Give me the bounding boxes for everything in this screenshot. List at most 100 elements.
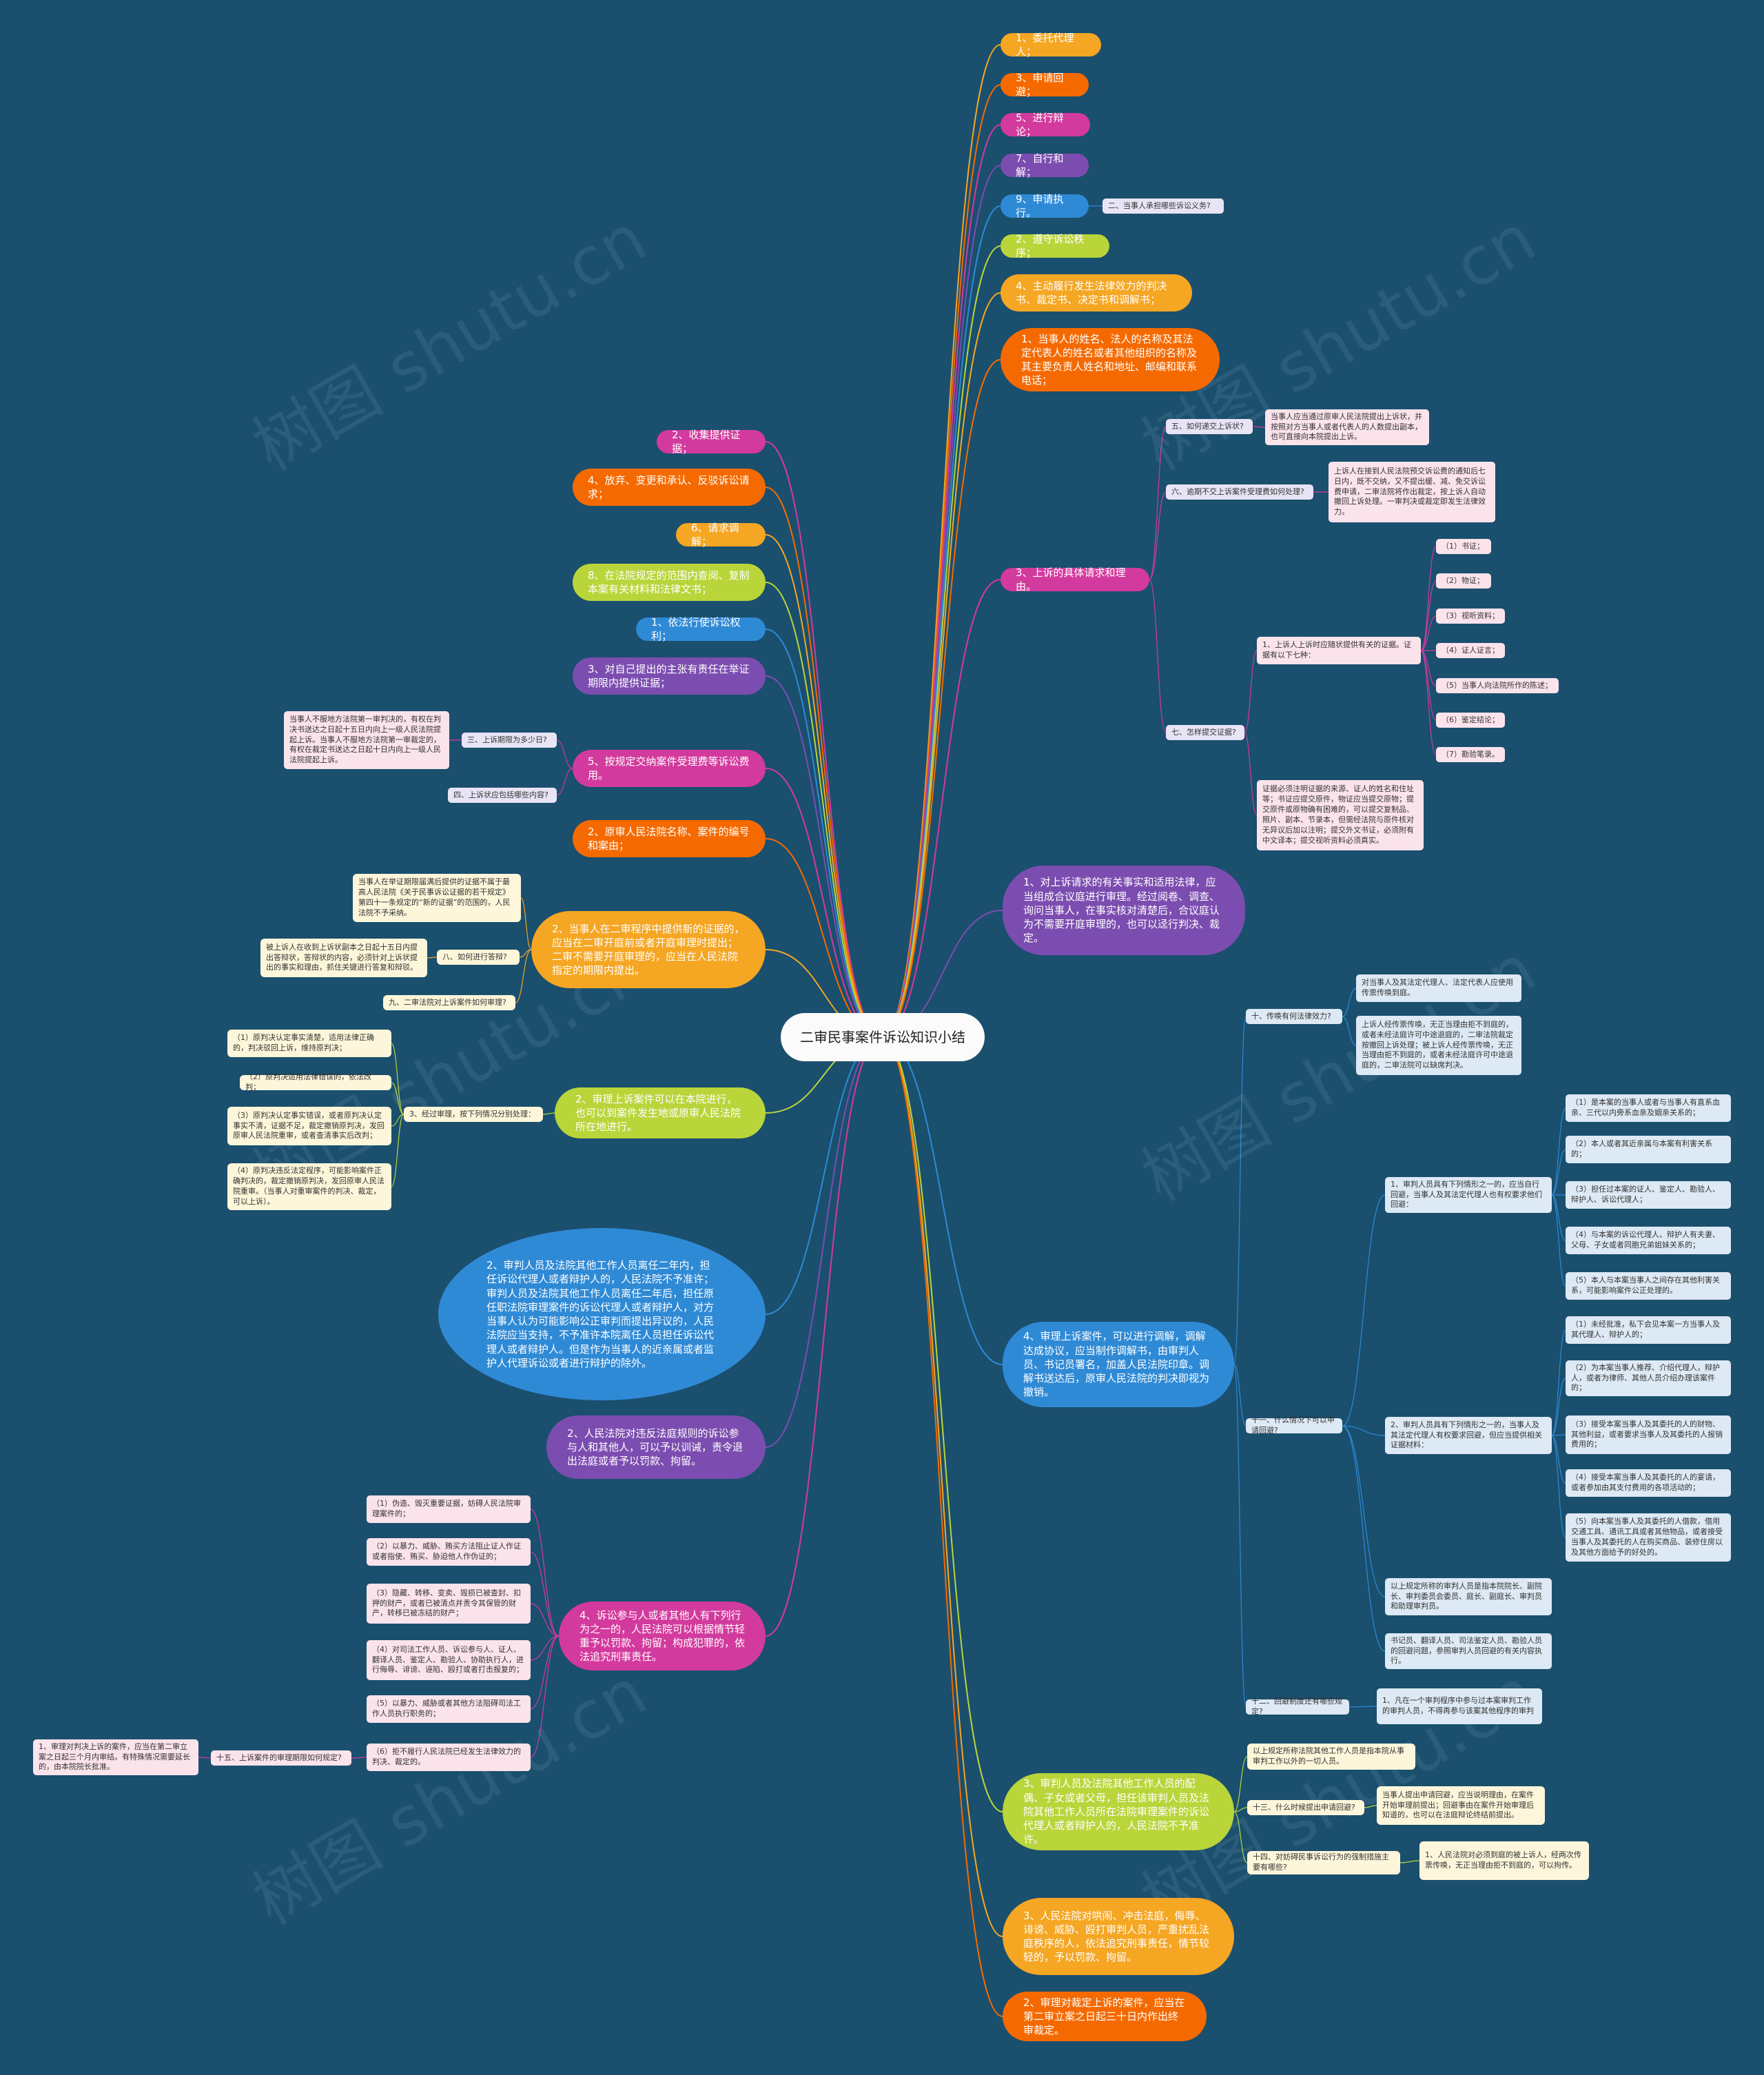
- branch-connector: [765, 838, 883, 1038]
- label-q3[interactable]: 三、上诉期限为多少日?: [462, 733, 557, 748]
- sub-connector: [1342, 1425, 1386, 1652]
- recusal-item: （5）本人与本案当事人之间存在其他利害关系，可能影响案件公正处理的。: [1566, 1272, 1731, 1300]
- sub-connector: [1420, 650, 1437, 721]
- sub-connector: [1149, 426, 1167, 580]
- branch-connector: [881, 1036, 1003, 1365]
- hearing-item: （3）原判决认定事实错误，或者原判决认定事实不清，证据不足，裁定撤销原判决，发回…: [227, 1107, 391, 1145]
- branch-connector: [765, 675, 883, 1038]
- sub-connector: [1342, 1425, 1386, 1436]
- branch-left-6[interactable]: 5、按规定交纳案件受理费等诉讼费用。: [573, 750, 766, 787]
- branch-left-12[interactable]: 4、诉讼参与人或者其他人有下列行为之一的，人民法院可以根据情节轻重予以罚款、拘留…: [559, 1602, 766, 1670]
- label-q8[interactable]: 八、如何进行答辩?: [437, 950, 520, 965]
- branch-right-9[interactable]: 1、对上诉请求的有关事实和适用法律，应当组成合议庭进行审理。经过阅卷、调查、询问…: [1003, 866, 1245, 955]
- branch-right-12[interactable]: 3、人民法院对哄闹、冲击法庭，侮辱、诽谤、威胁、殴打审判人员，严重扰乱法庭秩序的…: [1003, 1898, 1234, 1975]
- sub-connector: [1233, 1807, 1248, 1812]
- branch-right-5[interactable]: 2、遵守诉讼秩序；: [1001, 233, 1109, 259]
- label-q12[interactable]: 十二、回避制度还有哪些规定?: [1246, 1697, 1349, 1716]
- branch-left-11[interactable]: 2、人民法院对违反法庭规则的诉讼参与人和其他人，可以予以训诫，责令退出法庭或者予…: [546, 1415, 766, 1479]
- act-item: （4）对司法工作人员、诉讼参与人、证人、翻译人员、鉴定人、勘验人、协助执行人，进…: [367, 1640, 531, 1680]
- branch-left-0[interactable]: 2、收集提供证据；: [657, 429, 766, 455]
- branch-left-7[interactable]: 2、原审人民法院名称、案件的编号和案由；: [573, 820, 766, 857]
- label-q15[interactable]: 十五、上诉案件的审理期限如何规定?: [211, 1750, 351, 1766]
- hearing-item: （4）原判决违反法定程序，可能影响案件正确判决的，裁定撤销原判决，发回原审人民法…: [227, 1163, 391, 1210]
- sub-connector: [556, 739, 573, 769]
- sub-connector: [1342, 1016, 1357, 1046]
- sub-connector: [1420, 580, 1437, 651]
- label-q4[interactable]: 四、上诉状应包括哪些内容?: [448, 788, 557, 803]
- branch-right-8[interactable]: 3、上诉的具体请求和理由。: [1001, 566, 1149, 593]
- sub-connector: [542, 1112, 555, 1115]
- recusal-item: （1）是本案的当事人或者与当事人有直系血亲、三代以内旁系血亲及姻亲关系的；: [1566, 1094, 1731, 1122]
- branch-connector: [765, 534, 883, 1038]
- label-q9[interactable]: 九、二审法院对上诉案件如何审理?: [383, 995, 515, 1010]
- branch-left-1[interactable]: 4、放弃、变更和承认、反驳诉讼请求；: [573, 469, 766, 506]
- label-hearing-results[interactable]: 3、经过审理，按下列情况分别处理：: [404, 1107, 543, 1122]
- central-topic[interactable]: 二审民事案件诉讼知识小结: [781, 1013, 985, 1061]
- branch-left-3[interactable]: 8、在法院规定的范围内查阅、复制本案有关材料和法律文书；: [573, 564, 766, 601]
- branch-right-11[interactable]: 3、审判人员及法院其他工作人员的配偶、子女或者父母，担任该审判人员及法院其他工作…: [1003, 1773, 1234, 1850]
- branch-right-10[interactable]: 4、审理上诉案件，可以进行调解，调解达成协议，应当制作调解书，由审判人员、书记员…: [1003, 1322, 1234, 1407]
- sub-connector: [1233, 1364, 1247, 1708]
- label-q6[interactable]: 六、逾期不交上诉案件受理费如何处理?: [1166, 484, 1313, 500]
- branch-connector: [765, 628, 883, 1038]
- sub-connector: [1342, 1194, 1386, 1427]
- answer-q10-b: 上诉人经传票传唤，无正当理由拒不到庭的，或者未经法庭许可中途退庭的，二审法院裁定…: [1356, 1016, 1521, 1075]
- label-q7[interactable]: 七、怎样提交证据?: [1166, 725, 1244, 740]
- branch-connector: [881, 1036, 1003, 1812]
- sub-connector: [1551, 1194, 1566, 1287]
- branch-connector: [765, 1036, 883, 1315]
- label-q14[interactable]: 十四、对妨碍民事诉讼行为的强制措施主要有哪些?: [1247, 1851, 1400, 1874]
- branch-connector: [881, 359, 1001, 1038]
- answer-q13: 当事人提出申请回避，应当说明理由，在案件开始审理前提出；回避事由在案件开始审理后…: [1377, 1786, 1545, 1825]
- branch-connector: [881, 245, 1001, 1038]
- branch-right-0[interactable]: 1、委托代理人；: [1001, 32, 1101, 58]
- branch-right-7[interactable]: 1、当事人的姓名、法人的名称及其法定代表人的姓名或者其他组织的名称及其主要负责人…: [1001, 328, 1220, 391]
- answer-q7-intro: 1、上诉人上诉时应随状提供有关的证据。证据有以下七种：: [1257, 637, 1421, 664]
- answer-q10-a: 对当事人及其法定代理人、法定代表人应使用传票传唤到庭。: [1356, 974, 1521, 1002]
- sub-connector: [1348, 1706, 1377, 1708]
- branch-left-4[interactable]: 1、依法行使诉讼权利；: [636, 616, 766, 642]
- answer-q15: 1、审理对判决上诉的案件，应当在第二审立案之日起三个月内审结。有特殊情况需要延长…: [33, 1739, 198, 1775]
- branch-right-6[interactable]: 4、主动履行发生法律效力的判决书、裁定书、决定书和调解书；: [1001, 274, 1192, 311]
- sub-connector: [1551, 1107, 1566, 1196]
- branch-right-13[interactable]: 2、审理对裁定上诉的案件，应当在第二审立案之日起三十日内作出终审裁定。: [1003, 1992, 1207, 2041]
- branch-right-2[interactable]: 5、进行辩论；: [1001, 112, 1090, 138]
- label-q2[interactable]: 二、当事人承担哪些诉讼义务?: [1102, 198, 1224, 214]
- sub-connector: [1233, 1016, 1247, 1365]
- answer-q12: 1、凡在一个审判程序中参与过本案审判工作的审判人员，不得再参与该案其他程序的审判: [1377, 1688, 1542, 1724]
- label-q10[interactable]: 十、传唤有何法律效力?: [1246, 1009, 1342, 1024]
- branch-left-9[interactable]: 2、审理上诉案件可以在本院进行，也可以到案件发生地或原审人民法院所在地进行。: [555, 1087, 766, 1138]
- answer-q11-a: 1、审判人员具有下列情形之一的，应当自行回避，当事人及其法定代理人也有权要求他们…: [1385, 1177, 1552, 1213]
- recusal-item: （3）接受本案当事人及其委托的人的财物、其他利益，或者要求当事人及其委托的人报销…: [1566, 1415, 1731, 1454]
- branch-right-4[interactable]: 9、申请执行。: [1001, 193, 1089, 219]
- recusal-item: （2）为本案当事人推荐、介绍代理人，辩护人，或者为律师、其他人员介绍办理该案件的…: [1566, 1360, 1731, 1396]
- sub-connector: [391, 1082, 404, 1115]
- sub-connector: [1342, 988, 1357, 1017]
- branch-left-5[interactable]: 3、对自己提出的主张有责任在举证期限内提供证据；: [573, 657, 766, 695]
- sub-connector: [427, 957, 438, 959]
- branch-connector: [881, 579, 1001, 1038]
- label-q13[interactable]: 十三、什么时候提出申请回避?: [1247, 1800, 1364, 1815]
- label-q11[interactable]: 十一、什么情况下可以申请回避?: [1246, 1415, 1342, 1435]
- branch-right-3[interactable]: 7、自行和解；: [1001, 152, 1089, 178]
- sub-connector: [391, 1043, 404, 1115]
- branch-connector: [881, 165, 1001, 1038]
- answer-q11-b: 2、审判人员具有下列情形之一的，当事人及其法定代理人有权要求回避，但应当提供相关…: [1385, 1417, 1552, 1454]
- branch-left-2[interactable]: 6、请求调解；: [676, 522, 766, 548]
- branch-right-1[interactable]: 3、申请回避；: [1001, 72, 1089, 98]
- branch-left-8[interactable]: 2、当事人在二审程序中提供新的证据的，应当在二审开庭前或者开庭审理时提出；二审不…: [531, 911, 766, 988]
- recusal-item: （2）本人或者其近亲属与本案有利害关系的；: [1566, 1136, 1731, 1163]
- sub-connector: [530, 1509, 560, 1637]
- sub-connector: [1149, 579, 1167, 733]
- branch-connector: [881, 205, 1001, 1038]
- sub-connector: [351, 1757, 367, 1759]
- evidence-item: （1）书证；: [1436, 539, 1491, 554]
- label-q5[interactable]: 五、如何递交上诉状?: [1166, 419, 1253, 434]
- sub-connector: [1149, 491, 1167, 580]
- branch-connector: [765, 582, 883, 1038]
- sub-connector: [1342, 1425, 1386, 1597]
- sub-connector: [1551, 1329, 1566, 1436]
- note-new-evidence: 当事人在举证期限届满后提供的证据不属于最高人民法院《关于民事诉讼证据的若干规定》…: [353, 874, 521, 922]
- branch-left-10[interactable]: 2、审判人员及法院其他工作人员离任二年内，担任诉讼代理人或者辩护人的，人民法院不…: [438, 1228, 766, 1400]
